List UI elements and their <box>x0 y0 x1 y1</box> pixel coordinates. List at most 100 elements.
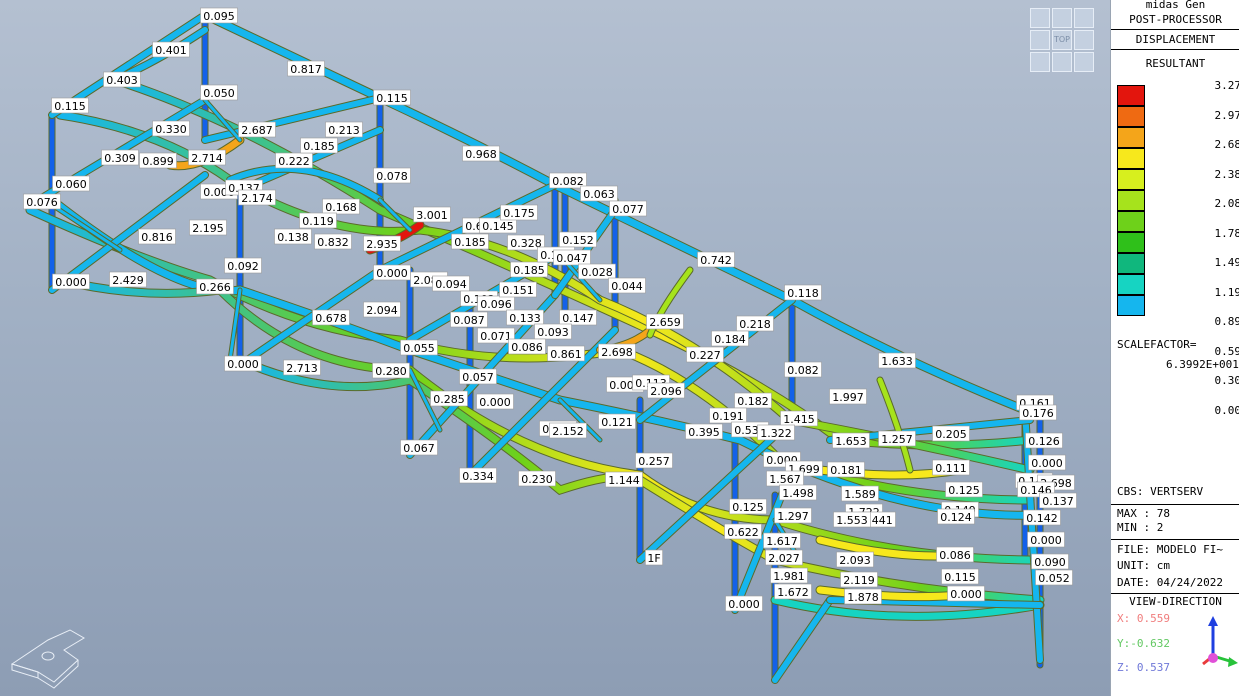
node-displacement-label: 0.093 <box>537 326 569 339</box>
view-cube-top[interactable]: TOP <box>1052 30 1072 50</box>
structural-member <box>816 586 964 601</box>
node-displacement-label: 0.028 <box>581 266 613 279</box>
result-component: RESULTANT <box>1145 57 1206 70</box>
view-direction-x: X: 0.559 <box>1117 612 1170 625</box>
legend-swatch <box>1117 127 1145 148</box>
node-displacement-label: 0.077 <box>612 203 644 216</box>
legend-value: 3.27 <box>1214 79 1239 92</box>
view-cube-edge-w[interactable] <box>1030 30 1050 50</box>
node-displacement-label: 0.047 <box>556 252 588 265</box>
legend-swatch <box>1117 106 1145 127</box>
node-displacement-label: 1.322 <box>760 427 792 440</box>
node-label-box <box>534 323 572 340</box>
legend-swatch <box>1117 232 1145 253</box>
node-label-box <box>101 149 139 166</box>
node-displacement-label: 0.086 <box>511 341 543 354</box>
legend-swatch <box>1117 169 1145 190</box>
view-cube[interactable]: TOP <box>1030 8 1098 76</box>
node-label-box <box>844 588 882 605</box>
node-displacement-label: 1F <box>647 552 660 565</box>
node-displacement-label: 0.124 <box>940 511 972 524</box>
legend-value: 2.97 <box>1214 108 1239 122</box>
node-displacement-label: 1.415 <box>783 413 815 426</box>
node-displacement-label: 0.055 <box>403 342 435 355</box>
node-label-box <box>1028 454 1066 471</box>
node-label-box <box>635 452 673 469</box>
node-label-box <box>499 281 537 298</box>
node-label-box <box>878 430 916 447</box>
node-displacement-label: 0.000 <box>227 358 259 371</box>
node-label-box <box>932 459 970 476</box>
view-cube-corner-sw[interactable] <box>1030 52 1050 72</box>
node-displacement-label: 0.118 <box>787 287 819 300</box>
node-label-box <box>827 461 865 478</box>
file-name: FILE: MODELO FI~ <box>1117 543 1223 556</box>
view-cube-corner-nw[interactable] <box>1030 8 1050 28</box>
structural-member <box>408 368 442 432</box>
node-displacement-label: 0.816 <box>141 231 173 244</box>
node-displacement-label: 3.001 <box>416 209 448 222</box>
node-displacement-label: 0.334 <box>462 470 494 483</box>
view-cube-edge-e[interactable] <box>1074 30 1094 50</box>
legend-swatch <box>1117 253 1145 274</box>
node-displacement-label: 0.050 <box>203 87 235 100</box>
legend-swatch <box>1117 211 1145 232</box>
node-label-box <box>462 145 500 162</box>
node-label-box <box>549 422 587 439</box>
view-cube-edge-s[interactable] <box>1052 52 1072 72</box>
node-label-box <box>553 249 591 266</box>
node-label-box <box>1025 432 1063 449</box>
node-displacement-label: 0.082 <box>787 364 819 377</box>
node-label-box <box>510 261 548 278</box>
node-displacement-label: 1.997 <box>832 391 864 404</box>
node-displacement-label: 0.000 <box>55 276 87 289</box>
app-name: midas Gen <box>1145 0 1206 11</box>
node-label-box <box>189 219 227 236</box>
node-label-box <box>549 172 587 189</box>
node-label-box <box>763 532 801 549</box>
structural-member <box>49 172 208 293</box>
structure-model[interactable]: 0.0950.4010.8170.4030.0500.1150.1150.330… <box>0 0 1110 696</box>
node-displacement-label: 0.817 <box>290 63 322 76</box>
node-label-box <box>1039 492 1077 509</box>
node-label-box <box>941 568 979 585</box>
view-cube-edge-n[interactable] <box>1052 8 1072 28</box>
node-label-box <box>646 313 684 330</box>
node-displacement-label: 0.309 <box>104 152 136 165</box>
node-displacement-label: 1.144 <box>608 474 640 487</box>
node-label-box <box>139 152 177 169</box>
legend-swatch <box>1117 85 1145 106</box>
min-value: MIN : 2 <box>1117 521 1164 534</box>
node-displacement-label: 0.401 <box>155 44 187 57</box>
node-label-box <box>937 508 975 525</box>
node-displacement-label: 2.687 <box>241 124 273 137</box>
legend-value: 1.78 <box>1214 226 1239 240</box>
view-direction-y: Y:-0.632 <box>1117 637 1170 650</box>
node-label-box <box>736 315 774 332</box>
node-displacement-label: 0.230 <box>521 473 553 486</box>
node-displacement-label: 0.096 <box>480 298 512 311</box>
node-label-box <box>400 339 438 356</box>
node-label-box <box>430 390 468 407</box>
structural-member <box>378 198 412 232</box>
node-label-box <box>52 273 90 290</box>
node-label-box <box>325 121 363 138</box>
node-label-box <box>547 345 585 362</box>
node-label-box <box>476 393 514 410</box>
orientation-wire-icon <box>10 629 85 689</box>
node-label-box <box>373 89 411 106</box>
node-displacement-label: 2.698 <box>601 346 633 359</box>
view-cube-corner-ne[interactable] <box>1074 8 1094 28</box>
node-displacement-label: 0.185 <box>513 264 545 277</box>
node-displacement-label: 0.000 <box>1031 457 1063 470</box>
view-cube-corner-se[interactable] <box>1074 52 1094 72</box>
node-displacement-label: 0.057 <box>462 371 494 384</box>
node-label-box <box>1023 509 1061 526</box>
node-displacement-label: 2.027 <box>768 552 800 565</box>
node-label-box <box>200 84 238 101</box>
node-displacement-label: 0.191 <box>712 410 744 423</box>
structural-member <box>467 327 618 478</box>
node-label-box <box>152 41 190 58</box>
node-displacement-label: 0.184 <box>714 333 746 346</box>
